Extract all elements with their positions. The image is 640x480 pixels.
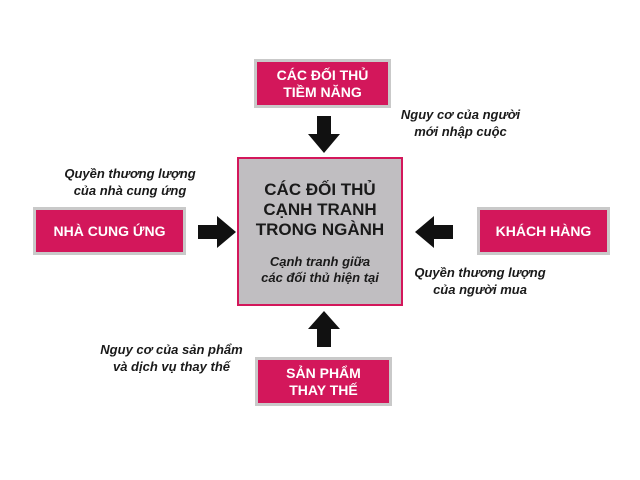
arrow-right-icon [198, 216, 236, 248]
customers-label: KHÁCH HÀNG [495, 222, 592, 239]
center-title-line2: CẠNH TRANH [263, 200, 377, 219]
center-subtitle-line1: Cạnh tranh giữa [269, 254, 371, 269]
center-title-line1: CÁC ĐỐI THỦ [264, 180, 376, 199]
suppliers-box: NHÀ CUNG ỨNG [33, 207, 186, 255]
substitutes-label-line1: SẢN PHẨM [286, 364, 361, 381]
note-line: và dịch vụ thay thế [112, 359, 231, 374]
note-line: Quyền thương lượng [64, 166, 196, 181]
note-line: Nguy cơ của sản phẩm [100, 342, 243, 357]
customers-box: KHÁCH HÀNG [477, 207, 610, 255]
new-entrants-threat-note: Nguy cơ của người mới nhập cuộc [388, 106, 533, 140]
substitutes-label-line2: THAY THẾ [289, 381, 358, 398]
arrow-up-icon [308, 311, 340, 347]
potential-entrants-label-line1: CÁC ĐỐI THỦ [276, 66, 369, 83]
arrow-down-icon [308, 116, 340, 153]
potential-entrants-label-line2: TIỀM NĂNG [283, 83, 362, 100]
buyer-power-note: Quyền thương lượng của người mua [400, 264, 560, 298]
note-line: Nguy cơ của người [400, 107, 521, 122]
note-line: của nhà cung ứng [73, 183, 187, 198]
center-title-line3: TRONG NGÀNH [255, 220, 385, 239]
substitutes-threat-note: Nguy cơ của sản phẩm và dịch vụ thay thế [84, 341, 259, 375]
note-line: của người mua [433, 282, 527, 297]
supplier-power-note: Quyền thương lượng của nhà cung ứng [55, 165, 205, 199]
note-line: mới nhập cuộc [414, 124, 507, 139]
center-subtitle-line2: các đối thủ hiện tại [261, 270, 379, 285]
note-line: Quyền thương lượng [414, 265, 546, 280]
suppliers-label: NHÀ CUNG ỨNG [53, 222, 166, 239]
arrow-left-icon [415, 216, 453, 248]
